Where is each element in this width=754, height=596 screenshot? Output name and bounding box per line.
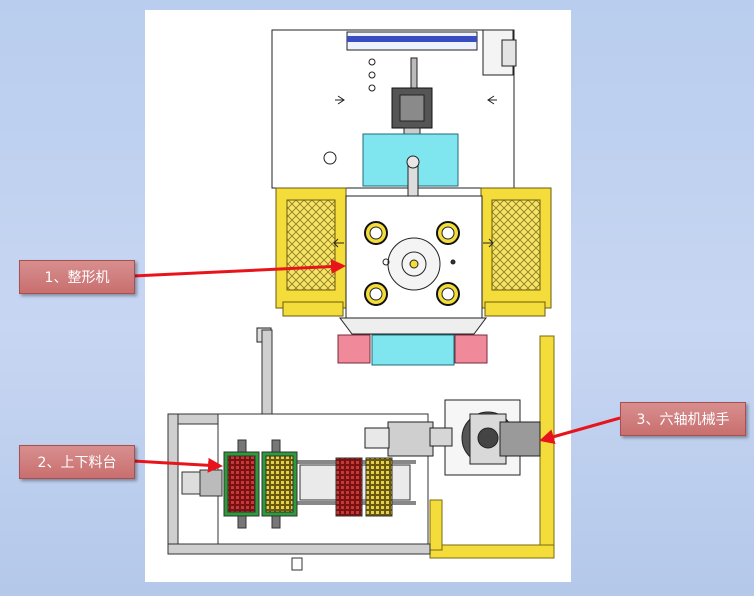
loading-table (167, 329, 431, 571)
callout-arrows (132, 259, 621, 473)
callout-loading-table: 2、上下料台 (19, 445, 135, 479)
arrow-six-axis-robot (539, 416, 621, 444)
callout-six-axis-robot-label: 3、六轴机械手 (636, 412, 730, 428)
callout-shaping-machine: 1、整形机 (19, 260, 135, 294)
shaping-machine (256, 29, 552, 366)
safety-frame (429, 335, 555, 559)
callout-loading-table-label: 2、上下料台 (37, 455, 117, 471)
arrow-loading-table (132, 457, 223, 473)
callout-six-axis-robot: 3、六轴机械手 (620, 402, 746, 436)
callout-shaping-machine-label: 1、整形机 (44, 270, 110, 286)
six-axis-robot (364, 399, 541, 476)
arrow-shaping-machine (132, 259, 346, 278)
